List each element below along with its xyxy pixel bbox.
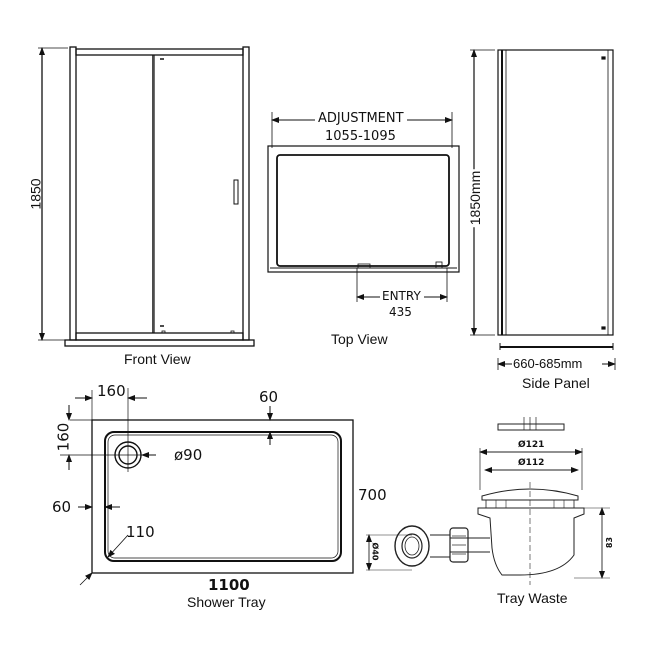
tray-width: 700 xyxy=(358,486,387,504)
top-view-adjustment-label: ADJUSTMENT xyxy=(318,111,404,126)
side-panel-caption: Side Panel xyxy=(522,375,590,391)
front-view-caption: Front View xyxy=(124,351,191,367)
shower-tray-caption: Shower Tray xyxy=(187,594,266,610)
side-panel-width-dim: 660-685mm xyxy=(513,356,583,371)
tray-waste-caption: Tray Waste xyxy=(497,590,568,606)
waste-outer-diameter: Ø121 xyxy=(518,440,545,450)
tray-rim-side: 60 xyxy=(52,498,72,516)
front-view-height-dim: 1850 xyxy=(27,178,44,210)
top-view-entry-value: 435 xyxy=(389,305,412,319)
shower-tray-drawing xyxy=(60,388,354,586)
tray-rim-top: 60 xyxy=(259,388,279,406)
waste-height: 83 xyxy=(605,536,615,549)
front-view-drawing xyxy=(38,46,255,347)
tray-length: 1100 xyxy=(208,576,250,594)
tray-corner-radius: 110 xyxy=(126,523,155,541)
top-view-caption: Top View xyxy=(331,331,388,347)
top-view-adjustment-value: 1055-1095 xyxy=(325,129,396,144)
side-panel-height-dim: 1850mm xyxy=(467,168,484,228)
tray-waste-drawing xyxy=(366,417,610,585)
tray-waste-offset-y: 160 xyxy=(54,422,73,452)
waste-outlet-diameter: Ø40 xyxy=(370,542,380,561)
top-view-drawing xyxy=(267,112,460,302)
waste-inner-diameter: Ø112 xyxy=(518,458,545,468)
top-view-entry-label: ENTRY xyxy=(382,289,421,303)
tray-waste-offset-x: 160 xyxy=(97,382,126,400)
tray-waste-diameter: ø90 xyxy=(174,446,203,464)
side-panel-drawing xyxy=(470,49,616,370)
